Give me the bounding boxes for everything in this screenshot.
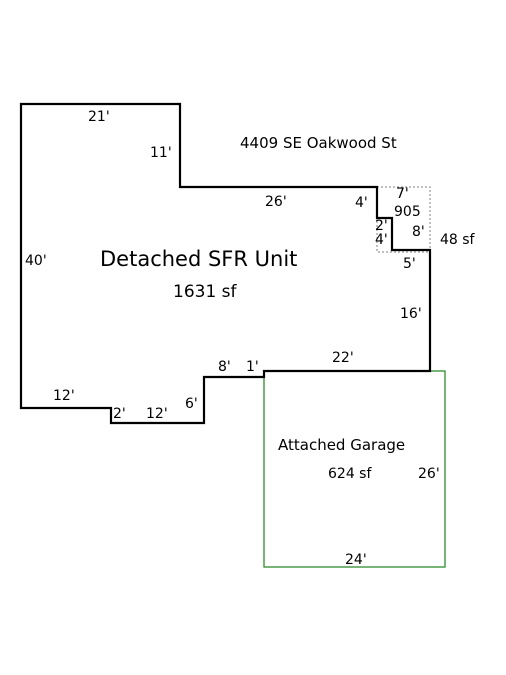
address-label: 4409 SE Oakwood St: [240, 134, 397, 152]
garage-area: 624 sf: [328, 466, 372, 482]
dim-step-c: 6': [185, 396, 198, 412]
house-outline: [19, 102, 432, 425]
annex-height: 8': [412, 224, 425, 240]
annex-width: 7': [396, 186, 409, 202]
dim-top: 21': [88, 109, 110, 125]
house-area: 1631 sf: [173, 282, 238, 302]
dim-notch-inner: 4': [375, 232, 388, 248]
annex-label: 905: [394, 204, 421, 220]
garage-label: Attached Garage: [278, 436, 405, 454]
dim-bottom-mid: 12': [146, 406, 168, 422]
annex-outline: [376, 186, 431, 253]
dim-left: 40': [25, 253, 47, 269]
dim-step-a: 8': [218, 359, 231, 375]
dim-right-side: 16': [400, 306, 422, 322]
dim-bottom-right: 22': [332, 350, 354, 366]
dim-bottom-drop: 2': [113, 406, 126, 422]
garage-side: 26': [418, 466, 440, 482]
dim-notch-side: 2': [375, 218, 388, 234]
dim-right-step: 5': [403, 256, 416, 272]
dim-bottom-left: 12': [53, 388, 75, 404]
dim-notch-top: 4': [355, 195, 368, 211]
dim-step-b: 1': [246, 359, 259, 375]
garage-bottom: 24': [345, 552, 367, 568]
dim-top-step: 11': [150, 145, 172, 161]
dim-upper-right: 26': [265, 194, 287, 210]
house-label: Detached SFR Unit: [100, 247, 297, 271]
annex-area: 48 sf: [440, 232, 476, 248]
